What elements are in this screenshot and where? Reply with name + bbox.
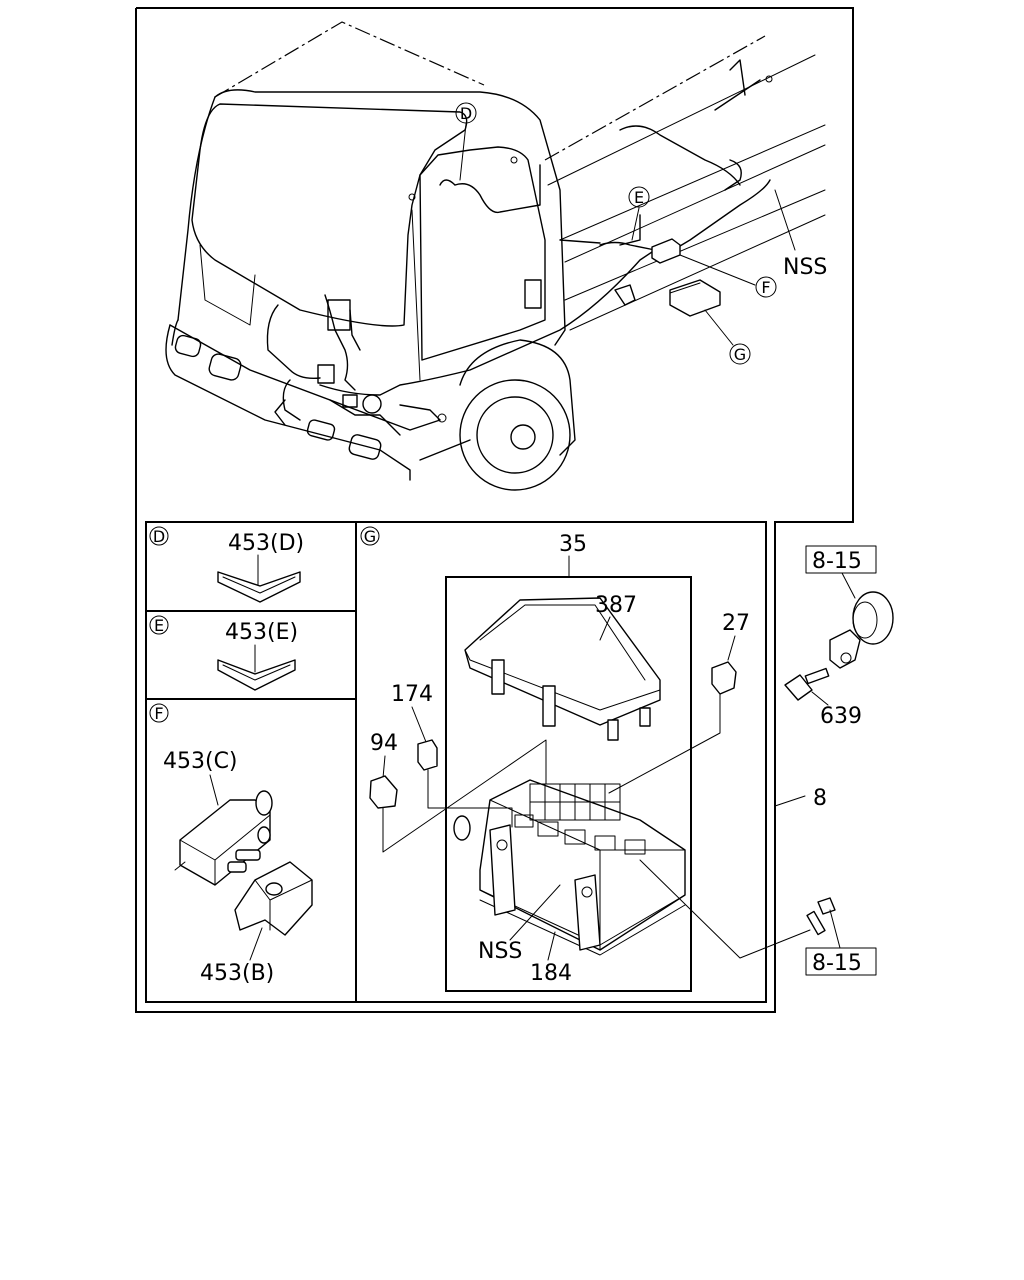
label-ref-bottom: 8-15 [812, 951, 862, 976]
panel-g-callout: G [364, 527, 376, 546]
label-453b: 453(B) [200, 961, 274, 986]
detail-panel-d: D 453(D) [149, 526, 304, 603]
label-nss-box: NSS [478, 939, 522, 964]
panel-f-callout: F [154, 704, 163, 723]
ref-box-bottom [805, 947, 877, 976]
detail-panel-e: E 453(E) [149, 615, 298, 691]
callout-e: E [628, 186, 650, 208]
label-639: 639 [820, 704, 862, 729]
callout-f: F [755, 276, 777, 298]
label-453d: 453(D) [228, 531, 304, 556]
truck-cab-illustration [165, 21, 826, 491]
label-35: 35 [559, 532, 587, 557]
svg-text:G: G [734, 345, 746, 364]
detail-panel-g: G 35 387 [360, 526, 811, 986]
panel-d-callout: D [153, 527, 165, 546]
panel-e-callout: E [154, 616, 164, 635]
svg-text:F: F [761, 278, 770, 297]
svg-text:D: D [460, 104, 472, 123]
bracket-assembly: 8-15 639 8 8-15 [774, 545, 894, 976]
callout-g: G [729, 343, 751, 365]
detail-panel-f: F 453(C) 453(B) [149, 703, 313, 986]
label-nss-truck: NSS [783, 255, 827, 280]
svg-text:E: E [634, 188, 644, 207]
fuse-grid [514, 783, 646, 855]
label-387: 387 [595, 593, 637, 618]
label-453c: 453(C) [163, 749, 238, 774]
callout-d: D [455, 102, 477, 124]
label-94: 94 [370, 731, 398, 756]
ref-box-top [805, 545, 877, 574]
label-453e: 453(E) [225, 620, 298, 645]
label-174: 174 [391, 682, 433, 707]
label-184: 184 [530, 961, 572, 986]
label-ref-top: 8-15 [812, 549, 862, 574]
label-8: 8 [813, 786, 827, 811]
label-27: 27 [722, 611, 750, 636]
